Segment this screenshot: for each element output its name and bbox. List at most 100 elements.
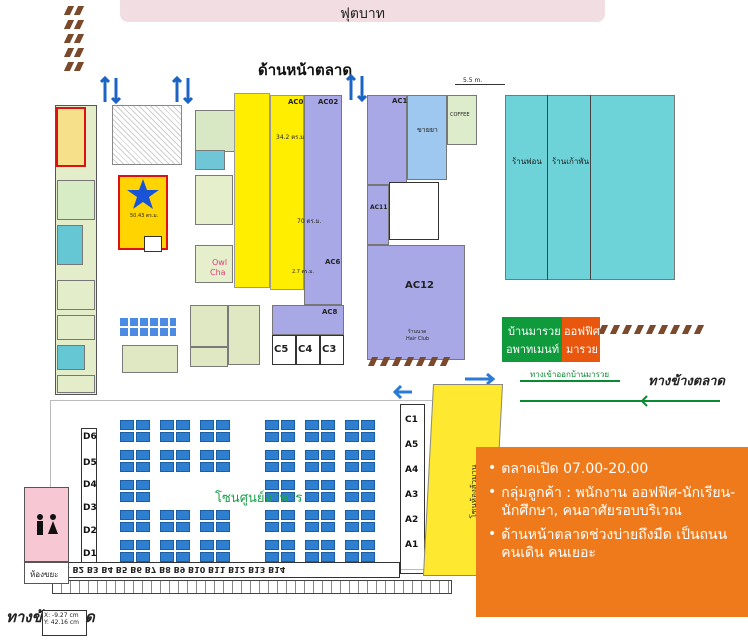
food-stall [305,510,319,520]
food-stall [281,522,295,532]
food-stall [281,480,295,490]
left-arrow-icon [392,384,414,403]
food-stall [160,462,174,472]
food-stall [216,462,230,472]
food-stall [120,552,134,562]
food-stall [345,432,359,442]
food-stall [265,480,279,490]
food-stall [160,450,174,460]
food-stall [136,540,150,550]
up-down-arrow-icon [99,75,122,105]
food-stall [160,552,174,562]
office-box [562,317,600,362]
food-stall [265,492,279,502]
food-stall [281,462,295,472]
food-stall [281,450,295,460]
food-stall [321,522,335,532]
food-stall [176,522,190,532]
food-stall [305,492,319,502]
food-stall [216,552,230,562]
ac11-zone [367,185,389,245]
food-stall [120,540,134,550]
food-stall [345,462,359,472]
food-stall [321,492,335,502]
food-stall [265,420,279,430]
left-arrow-icon [640,392,658,411]
side-market-label: ทางข้างตลาด [648,374,725,389]
apartment-box [502,317,562,362]
food-stall [265,552,279,562]
food-stall [321,552,335,562]
food-stall [176,420,190,430]
ac8-zone [272,305,344,335]
market-front-label: ด้านหน้าตลาด [258,61,353,79]
food-stall [265,462,279,472]
food-stall [345,522,359,532]
food-stall [305,552,319,562]
food-stall [361,450,375,460]
food-stall [305,462,319,472]
ac-label: AC01 [288,98,309,106]
food-stall [136,510,150,520]
food-stall [160,432,174,442]
food-stall [136,552,150,562]
food-stall [200,522,214,532]
star-area-label: 50.43 ตร.ม. [130,213,159,219]
food-stall [345,540,359,550]
restroom-block [112,105,182,165]
food-stall [321,462,335,472]
food-stall [120,480,134,490]
food-stall [160,420,174,430]
food-stall [321,432,335,442]
food-stall [361,462,375,472]
food-stall [345,480,359,490]
ac12-zone [367,245,465,360]
food-stall [120,462,134,472]
ac01-zone [270,95,304,290]
b-row-label: B1 B2 B3 B4 B5 B6 B7 B8 B9 B10 B11 B12 B… [58,565,286,574]
food-stall [200,540,214,550]
food-stall [136,432,150,442]
ac10-zone [367,95,407,185]
food-stall [321,450,335,460]
food-stall [265,432,279,442]
coords-label: X: -9.27 cm Y: 42.16 cm [44,612,80,626]
food-stall [281,552,295,562]
food-stall [176,432,190,442]
garbage-room [24,562,69,584]
food-stall [305,480,319,490]
food-stall [160,522,174,532]
sidewalk-label: ฟุตบาท [340,6,385,22]
food-stall [345,510,359,520]
food-stall [281,432,295,442]
food-stall [281,492,295,502]
food-stall [160,510,174,520]
food-stall [361,432,375,442]
food-stall [176,510,190,520]
food-stall [216,450,230,460]
food-stall [160,540,174,550]
food-stall [361,540,375,550]
food-stall [345,420,359,430]
food-stall [321,510,335,520]
star-icon [126,178,160,214]
food-stall [120,522,134,532]
food-stall [200,552,214,562]
up-down-arrow-icon [345,73,368,103]
food-stall [200,462,214,472]
sidewalk-band [120,0,605,22]
food-stall [120,432,134,442]
food-stall [361,522,375,532]
food-stall [200,420,214,430]
food-stall [361,492,375,502]
food-stall [281,420,295,430]
food-stall [216,510,230,520]
food-stall [361,552,375,562]
food-stall [136,480,150,490]
food-stall [361,420,375,430]
food-stall [281,540,295,550]
info-item: ด้านหน้าตลาดช่วงบ่ายถึงมืด เป็นถนนคนเดิน… [501,527,728,561]
office-entrance-label: ทางเข้าออกบ้านมารวย [530,370,610,379]
food-stall [120,420,134,430]
info-item: ตลาดเปิด 07.00-20.00 [501,461,649,477]
